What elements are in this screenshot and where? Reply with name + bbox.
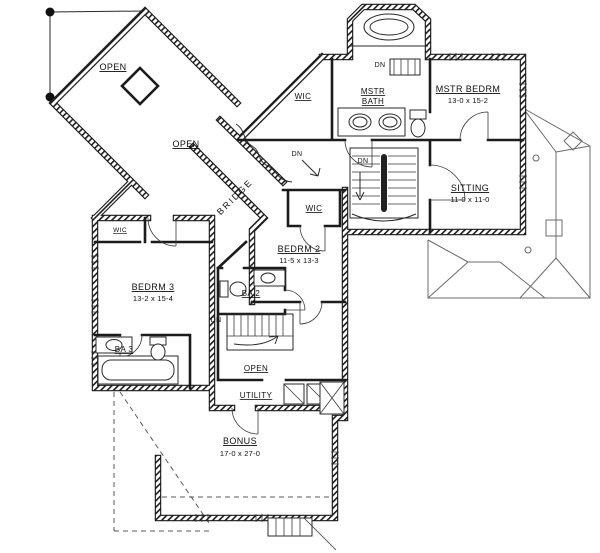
- partition-walls: [93, 57, 525, 390]
- stair-main: [349, 147, 419, 222]
- room-label-open-deck: OPEN: [99, 62, 126, 72]
- dn-label-main-stair: DN: [358, 158, 369, 165]
- room-dims-bedrm-3: 13-2 x 15-4: [133, 294, 173, 303]
- roof-finial-1: [532, 154, 540, 162]
- bath3-fixtures: [95, 336, 179, 385]
- room-label-bridge: BRIDGE: [215, 177, 255, 217]
- roof-diamond: [563, 131, 583, 151]
- roof-lines-right: [427, 107, 591, 299]
- roof-vent-box: [545, 219, 563, 237]
- roof-dashed-lines: [113, 391, 331, 532]
- dn-label-top: DN: [375, 62, 386, 69]
- room-label-utility: UTILITY: [240, 391, 273, 400]
- room-dims-mstr-bedrm: 13-0 x 15-2: [448, 96, 488, 105]
- exterior-walls: [48, 3, 527, 522]
- open-below-wavy-line: [235, 123, 293, 183]
- room-label-open-below: OPEN: [172, 139, 199, 149]
- room-dims-bonus: 17-0 x 27-0: [220, 449, 260, 458]
- stair-dn-labels: DN DN DN DN: [211, 62, 386, 324]
- room-label-bonus: BONUS: [223, 436, 257, 446]
- bay-spa-tub: [350, 13, 428, 47]
- room-label-wic-3: WIC: [113, 227, 127, 234]
- room-label-mstr-bedrm: MSTR BEDRM: [436, 84, 501, 94]
- chimney-box: [120, 66, 160, 106]
- room-label-open-hall: OPEN: [244, 364, 268, 373]
- master-bath-toilet: [409, 109, 427, 138]
- room-label-ba-3: BA 3: [115, 345, 134, 354]
- room-label-sitting: SITTING: [451, 183, 489, 193]
- chimney-chase: [319, 381, 345, 415]
- master-bath-vanity: [337, 107, 406, 137]
- roof-finial-2: [524, 246, 532, 254]
- stair-center: [226, 313, 294, 351]
- room-dims-sitting: 11-0 x 11-0: [450, 195, 489, 204]
- room-label-mstr-bath-2: BATH: [362, 97, 384, 106]
- stair-center-arrow: [233, 335, 279, 346]
- dn-label-bridge: DN: [292, 151, 303, 158]
- room-dims-bedrm-2: 11-5 x 13-3: [279, 256, 319, 265]
- room-label-bedrm-2: BEDRM 2: [278, 244, 321, 254]
- bath2-fixtures: [219, 269, 286, 298]
- room-label-wic-2: WIC: [306, 204, 323, 213]
- room-label-ba-2: BA 2: [242, 289, 261, 298]
- fixtures: [95, 13, 428, 551]
- stair-rail: [381, 154, 387, 212]
- stair-main-arrow: [355, 172, 365, 201]
- room-label-bedrm-3: BEDRM 3: [132, 282, 175, 292]
- room-label-mstr-bath-1: MSTR: [361, 87, 385, 96]
- deck-post-1: [45, 7, 55, 17]
- door-arcs: [119, 111, 489, 435]
- bridge-dn-arrow: [301, 159, 321, 177]
- stair-top: [389, 58, 421, 76]
- room-label-wic-master: WIC: [295, 92, 312, 101]
- porch-stoop: [267, 517, 337, 551]
- dn-label-center-stair: DN: [211, 317, 222, 324]
